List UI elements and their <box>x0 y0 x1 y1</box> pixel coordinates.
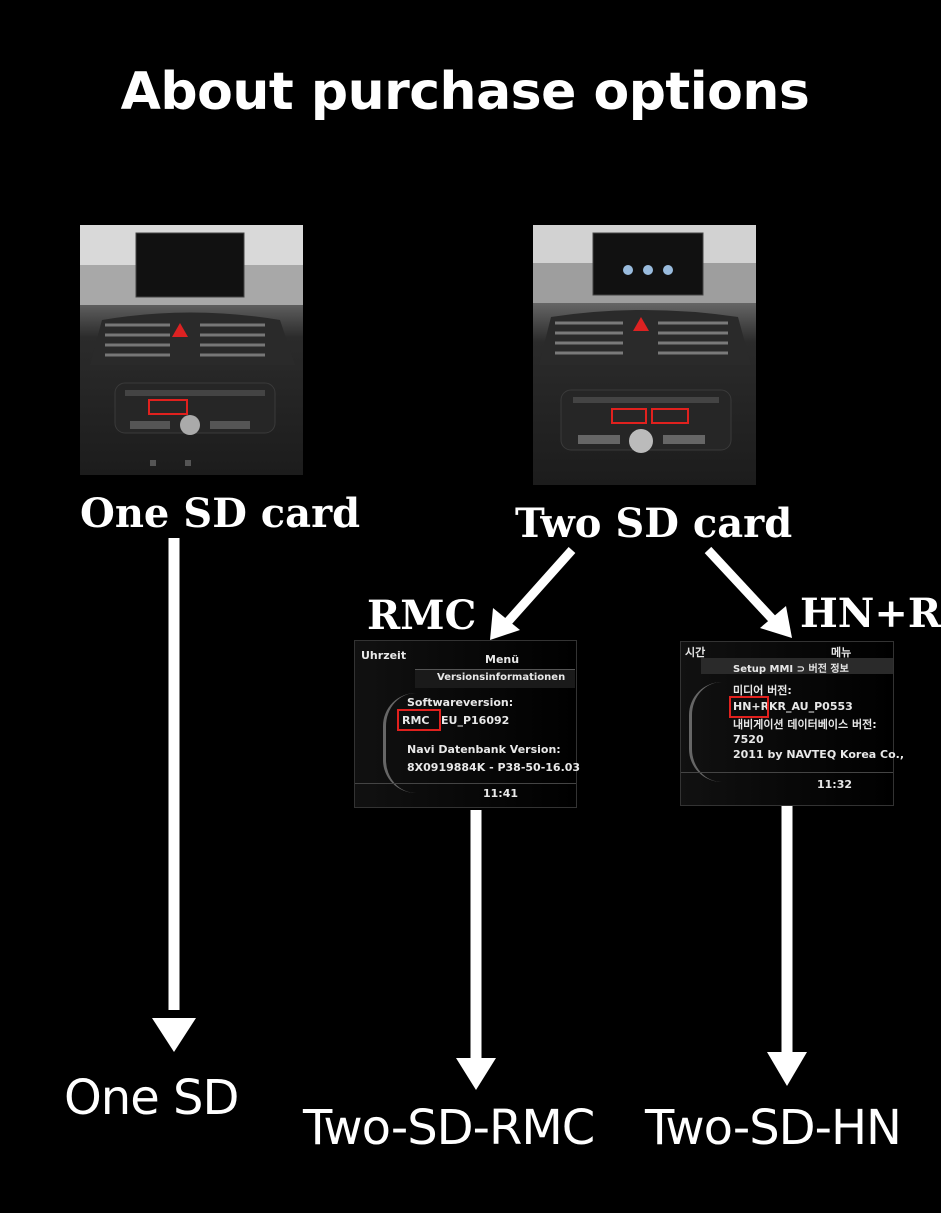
hnr-prefix: HN+R <box>733 700 770 713</box>
sd-slot-1-highlight <box>611 408 647 424</box>
hnr-time-label: 시간 <box>685 646 706 659</box>
hnr-db-value: 7520 <box>733 733 764 746</box>
rmc-prefix: RMC <box>402 714 430 727</box>
hnr-version-screen: 시간 메뉴 Setup MMI ⊃ 버전 정보 미디어 버전: HN+R KR_… <box>680 641 904 806</box>
rmc-clock: 11:41 <box>483 787 519 800</box>
rmc-software-label: Softwareversion: <box>407 696 514 709</box>
option-one-sd: One SD <box>64 1070 239 1126</box>
sd-slot-highlight <box>148 399 188 415</box>
arrowhead-rmc <box>490 608 520 640</box>
arrowhead-hnr <box>760 606 792 638</box>
rmc-navi-label: Navi Datenbank Version: <box>407 743 561 756</box>
hnr-prefix-highlight <box>729 696 769 718</box>
rmc-prefix-highlight <box>397 709 441 731</box>
option-two-sd-rmc: Two-SD-RMC <box>303 1100 595 1156</box>
rmc-header-bar <box>415 669 575 688</box>
hnr-header: Setup MMI ⊃ 버전 정보 <box>733 664 849 675</box>
rmc-time-label: Uhrzeit <box>361 649 407 662</box>
hnr-footer-bar <box>681 772 893 773</box>
label-one-sd-card: One SD card <box>80 490 361 537</box>
sd-slot-2-highlight <box>651 408 689 424</box>
hnr-media-value: KR_AU_P0553 <box>769 700 853 713</box>
arrowhead-one-sd <box>152 1018 196 1052</box>
rmc-version-screen: Uhrzeit Menü Versionsinformationen Softw… <box>354 640 581 808</box>
label-two-sd-card: Two SD card <box>515 500 793 547</box>
rmc-navi-value: 8X0919884K - P38-50-16.03 <box>407 761 581 774</box>
hnr-db-label: 내비게이션 데이터베이스 버전: <box>733 718 877 731</box>
hnr-menu-label: 메뉴 <box>831 646 852 659</box>
rmc-software-value: EU_P16092 <box>441 714 510 727</box>
dashboard-photo-two-sd <box>533 225 756 485</box>
arrow-to-rmc <box>501 547 576 628</box>
hnr-media-label: 미디어 버전: <box>733 684 792 697</box>
label-hnr: HN+R <box>800 590 941 637</box>
page-title: About purchase options <box>120 62 810 122</box>
label-rmc: RMC <box>367 592 477 639</box>
hnr-header-bar <box>701 658 893 674</box>
hnr-db-vendor: 2011 by NAVTEQ Korea Co., <box>733 748 905 761</box>
rmc-curve-decoration <box>383 693 416 793</box>
arrowhead-rmc-down <box>456 1058 496 1090</box>
arrow-to-hnr <box>704 546 779 626</box>
hnr-clock: 11:32 <box>817 778 853 791</box>
rmc-header: Versionsinformationen <box>437 672 566 683</box>
hnr-curve-decoration <box>689 682 722 782</box>
dashboard-photo-one-sd <box>80 225 303 475</box>
option-two-sd-hn: Two-SD-HN <box>645 1100 902 1156</box>
rmc-menu-label: Menü <box>485 653 520 666</box>
rmc-footer-bar <box>355 783 576 784</box>
arrowhead-hn-down <box>767 1052 807 1086</box>
